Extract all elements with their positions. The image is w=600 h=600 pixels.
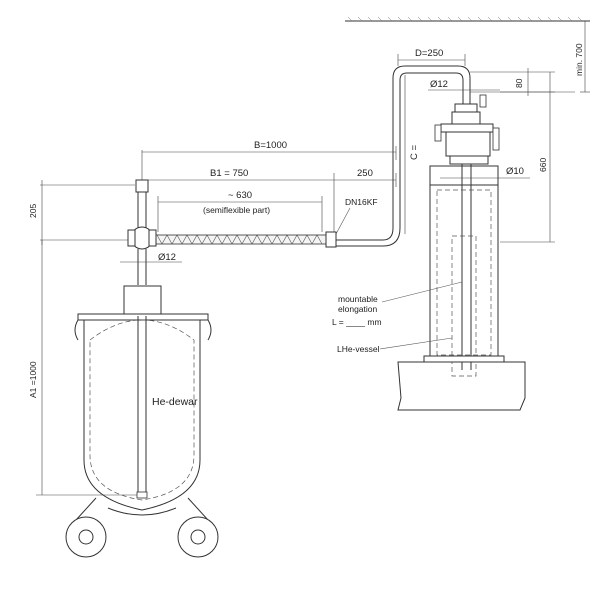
ceiling (345, 16, 590, 22)
min-700-dimension: min. 700 (574, 21, 590, 93)
dia12-left-dimension: Ø12 (120, 252, 182, 263)
dia12-left-label: Ø12 (158, 252, 176, 263)
cryostat-head (434, 94, 500, 370)
h660-dimension: 660 (500, 72, 555, 243)
b1-dimension: B1 = 750 250 (142, 168, 397, 240)
floor-block (397, 361, 526, 411)
he-dewar: He-dewar (74, 285, 212, 511)
b-label: B=1000 (254, 140, 287, 151)
approx630-label: ~ 630 (228, 190, 252, 201)
min-700-label: min. 700 (574, 43, 584, 76)
dewar-wheels (65, 497, 219, 558)
mountable-line1: mountable (338, 294, 378, 304)
dia10-dimension: Ø10 (440, 166, 530, 179)
d-dimension: D=250 (397, 48, 466, 66)
dewar-head-fitting (127, 179, 157, 285)
c-dimension: C = (404, 75, 420, 234)
dn16kf-callout: DN16KF (335, 197, 378, 235)
lhe-vessel (423, 165, 505, 377)
length-label: L = ____ mm (332, 317, 382, 327)
d250-label: 250 (357, 168, 373, 179)
mountable-line2: elongation (338, 304, 378, 314)
d-label: D=250 (415, 48, 443, 59)
mountable-callout: mountable elongation L = ____ mm (332, 281, 463, 327)
a1-label: A1 =1000 (28, 361, 38, 398)
h205-dimension: 205 (28, 180, 135, 245)
semiflexible-dimension: ~ 630 (semiflexible part) (157, 190, 323, 232)
b-dimension: B=1000 (141, 140, 397, 185)
h205-label: 205 (28, 204, 38, 218)
h660-label: 660 (538, 158, 548, 172)
semiflexible-label: (semiflexible part) (203, 205, 270, 215)
dia12-top-label: Ø12 (430, 79, 448, 90)
dn16kf-label: DN16KF (345, 197, 378, 207)
lhe-vessel-label: LHe-vessel (337, 344, 380, 354)
lhe-vessel-callout: LHe-vessel (337, 337, 453, 354)
semiflexible-hose (154, 231, 345, 248)
he-dewar-label: He-dewar (152, 396, 198, 408)
b1-label: B1 = 750 (210, 168, 248, 179)
upper-transfer-line (345, 65, 471, 247)
eighty-label: 80 (514, 78, 524, 88)
dia10-label: Ø10 (506, 166, 524, 177)
c-label: C = (409, 145, 420, 161)
a1-dimension: A1 =1000 (28, 240, 140, 496)
